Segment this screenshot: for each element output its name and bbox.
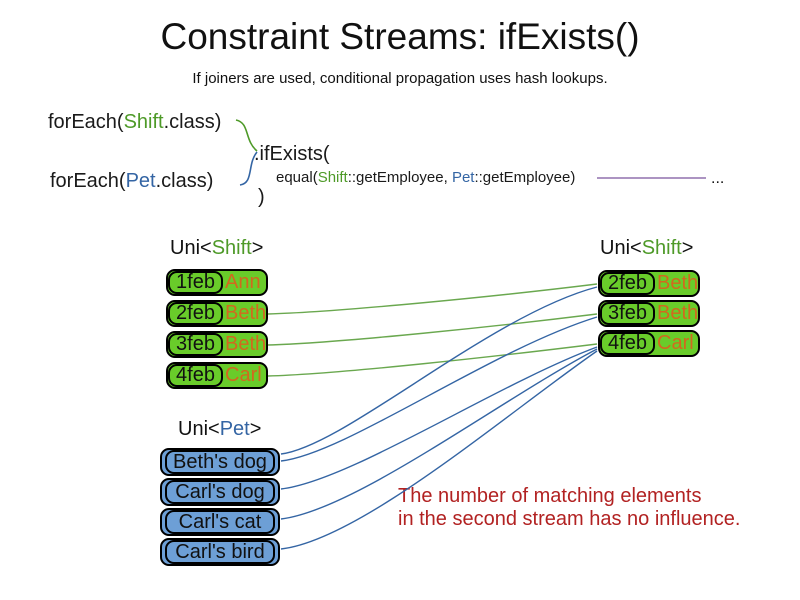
- brace-top-shift: [235, 119, 258, 152]
- pet-type-name: Pet: [219, 418, 250, 440]
- pet-box-carls-cat: Carl's cat: [160, 508, 280, 536]
- pet-name: Carl's dog: [165, 480, 275, 504]
- label-text: >: [249, 418, 262, 440]
- shift-date: 2feb: [168, 302, 223, 325]
- code-foreach-pet: forEach(Pet.class): [50, 170, 213, 193]
- shift-row-1feb-ann: 1feb Ann: [166, 269, 268, 296]
- shift-employee: Ann: [225, 271, 261, 293]
- note-line-2: in the second stream has no influence.: [398, 508, 741, 530]
- label-text: Uni<: [178, 418, 220, 440]
- joiner-ellipsis: ...: [711, 170, 725, 187]
- code-equal-joiner: equal(Shift::getEmployee, Pet::getEmploy…: [276, 169, 575, 186]
- pet-name: Beth's dog: [165, 450, 275, 474]
- connector-carlsbird-4feb: [280, 350, 598, 550]
- connector-bethsdog-3feb: [280, 316, 598, 462]
- code-ifexists: .ifExists(: [254, 143, 330, 165]
- pet-box-beths-dog: Beth's dog: [160, 448, 280, 476]
- code-text: ::getEmployee,: [347, 169, 452, 186]
- shift-row-2feb-beth: 2feb Beth: [166, 300, 268, 327]
- pet-box-carls-bird: Carl's bird: [160, 538, 280, 566]
- code-text: ::getEmployee): [474, 169, 576, 186]
- label-text: Uni<: [600, 237, 642, 259]
- code-close-paren: ): [258, 186, 265, 208]
- shift-date: 2feb: [600, 272, 655, 295]
- shift-type-name: Shift: [211, 237, 252, 259]
- shift-employee: Carl: [657, 332, 694, 354]
- brace-bottom-pet: [239, 151, 258, 186]
- shift-class-identifier: Shift: [123, 111, 164, 133]
- page-title: Constraint Streams: ifExists(): [160, 16, 640, 57]
- label-text: >: [251, 237, 264, 259]
- shift-employee: Beth: [657, 272, 699, 294]
- note-text: The number of matching elements in the s…: [398, 485, 740, 531]
- shift-employee: Beth: [225, 333, 267, 355]
- right-shift-stream-label: Uni<Shift>: [600, 237, 693, 260]
- code-text: forEach(: [48, 111, 124, 133]
- connector-carlscat-4feb: [280, 348, 598, 520]
- shift-employee: Beth: [225, 302, 267, 324]
- shift-row-2feb-beth: 2feb Beth: [598, 270, 700, 297]
- shift-date: 3feb: [168, 333, 223, 356]
- code-text: forEach(: [50, 170, 126, 192]
- shift-date: 3feb: [600, 302, 655, 325]
- code-text: equal(: [276, 169, 318, 186]
- pet-box-carls-dog: Carl's dog: [160, 478, 280, 506]
- shift-date: 1feb: [168, 271, 223, 294]
- label-text: >: [681, 237, 694, 259]
- shift-employee: Carl: [225, 364, 262, 386]
- shift-employee: Beth: [657, 302, 699, 324]
- code-text: .class): [155, 170, 214, 192]
- page-subtitle: If joiners are used, conditional propaga…: [192, 70, 608, 87]
- label-text: Uni<: [170, 237, 212, 259]
- connector-bethsdog-2feb: [280, 286, 598, 455]
- pet-class-identifier: Pet: [125, 170, 156, 192]
- shift-date: 4feb: [600, 332, 655, 355]
- connector-shift-4feb: [267, 343, 598, 377]
- pet-stream-label: Uni<Pet>: [178, 418, 261, 441]
- shift-row-4feb-carl: 4feb Carl: [598, 330, 700, 357]
- connector-shift-2feb: [267, 283, 598, 315]
- shift-method-ref: Shift: [317, 169, 348, 186]
- pet-name: Carl's cat: [165, 510, 275, 534]
- connector-shift-3feb: [267, 313, 598, 346]
- note-line-1: The number of matching elements: [398, 485, 702, 507]
- pet-method-ref: Pet: [451, 169, 475, 186]
- shift-date: 4feb: [168, 364, 223, 387]
- code-text: .class): [163, 111, 222, 133]
- connector-carlsdog-4feb: [280, 346, 598, 490]
- shift-type-name: Shift: [641, 237, 682, 259]
- shift-row-3feb-beth: 3feb Beth: [598, 300, 700, 327]
- code-foreach-shift: forEach(Shift.class): [48, 111, 221, 134]
- shift-row-4feb-carl: 4feb Carl: [166, 362, 268, 389]
- shift-row-3feb-beth: 3feb Beth: [166, 331, 268, 358]
- left-shift-stream-label: Uni<Shift>: [170, 237, 263, 260]
- pet-name: Carl's bird: [165, 540, 275, 564]
